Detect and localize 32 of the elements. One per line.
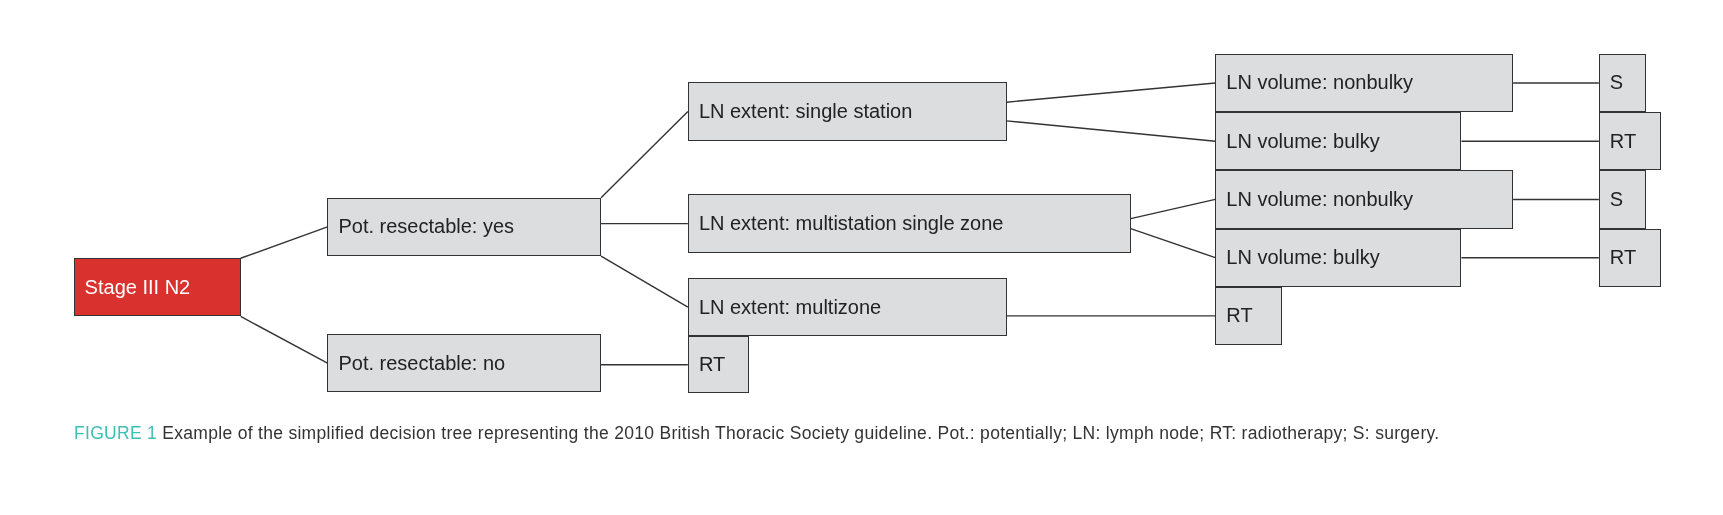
connector-line [600, 110, 689, 199]
connector-line [1005, 120, 1217, 142]
decision-box: LN extent: multizone [687, 278, 1007, 337]
decision-box: Pot. resectable: yes [327, 197, 602, 256]
connector-line [239, 226, 329, 259]
decision-box: Pot. resectable: no [327, 334, 602, 393]
connector-line [1460, 140, 1600, 142]
decision-box: RT [1215, 286, 1283, 346]
connector-line [600, 222, 689, 225]
decision-box: LN extent: single station [687, 82, 1007, 141]
connector-line [1130, 227, 1217, 259]
decision-box: LN volume: bulky [1215, 228, 1462, 287]
decision-box: RT [1598, 112, 1662, 171]
decision-box: RT [1598, 228, 1662, 287]
connector-line [1005, 82, 1217, 103]
decision-box: RT [687, 336, 750, 394]
connector-line [600, 255, 689, 308]
connector-line [1512, 198, 1600, 201]
connector-line [1512, 82, 1600, 84]
decision-box: LN extent: multistation single zone [687, 194, 1131, 253]
decision-box: LN volume: nonbulky [1215, 170, 1514, 229]
connector-line [600, 364, 689, 366]
figure-caption: FIGURE 1 Example of the simplified decision tree representing the 2010 British Thoracic Society guideline. Pot.: potentially; LN: lymph node; RT: radiotherapy; S: surgery. [74, 422, 1441, 445]
start-box: Stage III N2 [73, 258, 241, 317]
connector-line [1460, 257, 1600, 259]
decision-box: LN volume: bulky [1215, 112, 1462, 171]
decision-box: S [1598, 170, 1647, 229]
connector-line [239, 315, 329, 364]
decision-box: S [1598, 53, 1647, 113]
connector-line [1130, 198, 1217, 220]
connector-line [1005, 315, 1217, 317]
decision-box: LN volume: nonbulky [1215, 53, 1514, 113]
